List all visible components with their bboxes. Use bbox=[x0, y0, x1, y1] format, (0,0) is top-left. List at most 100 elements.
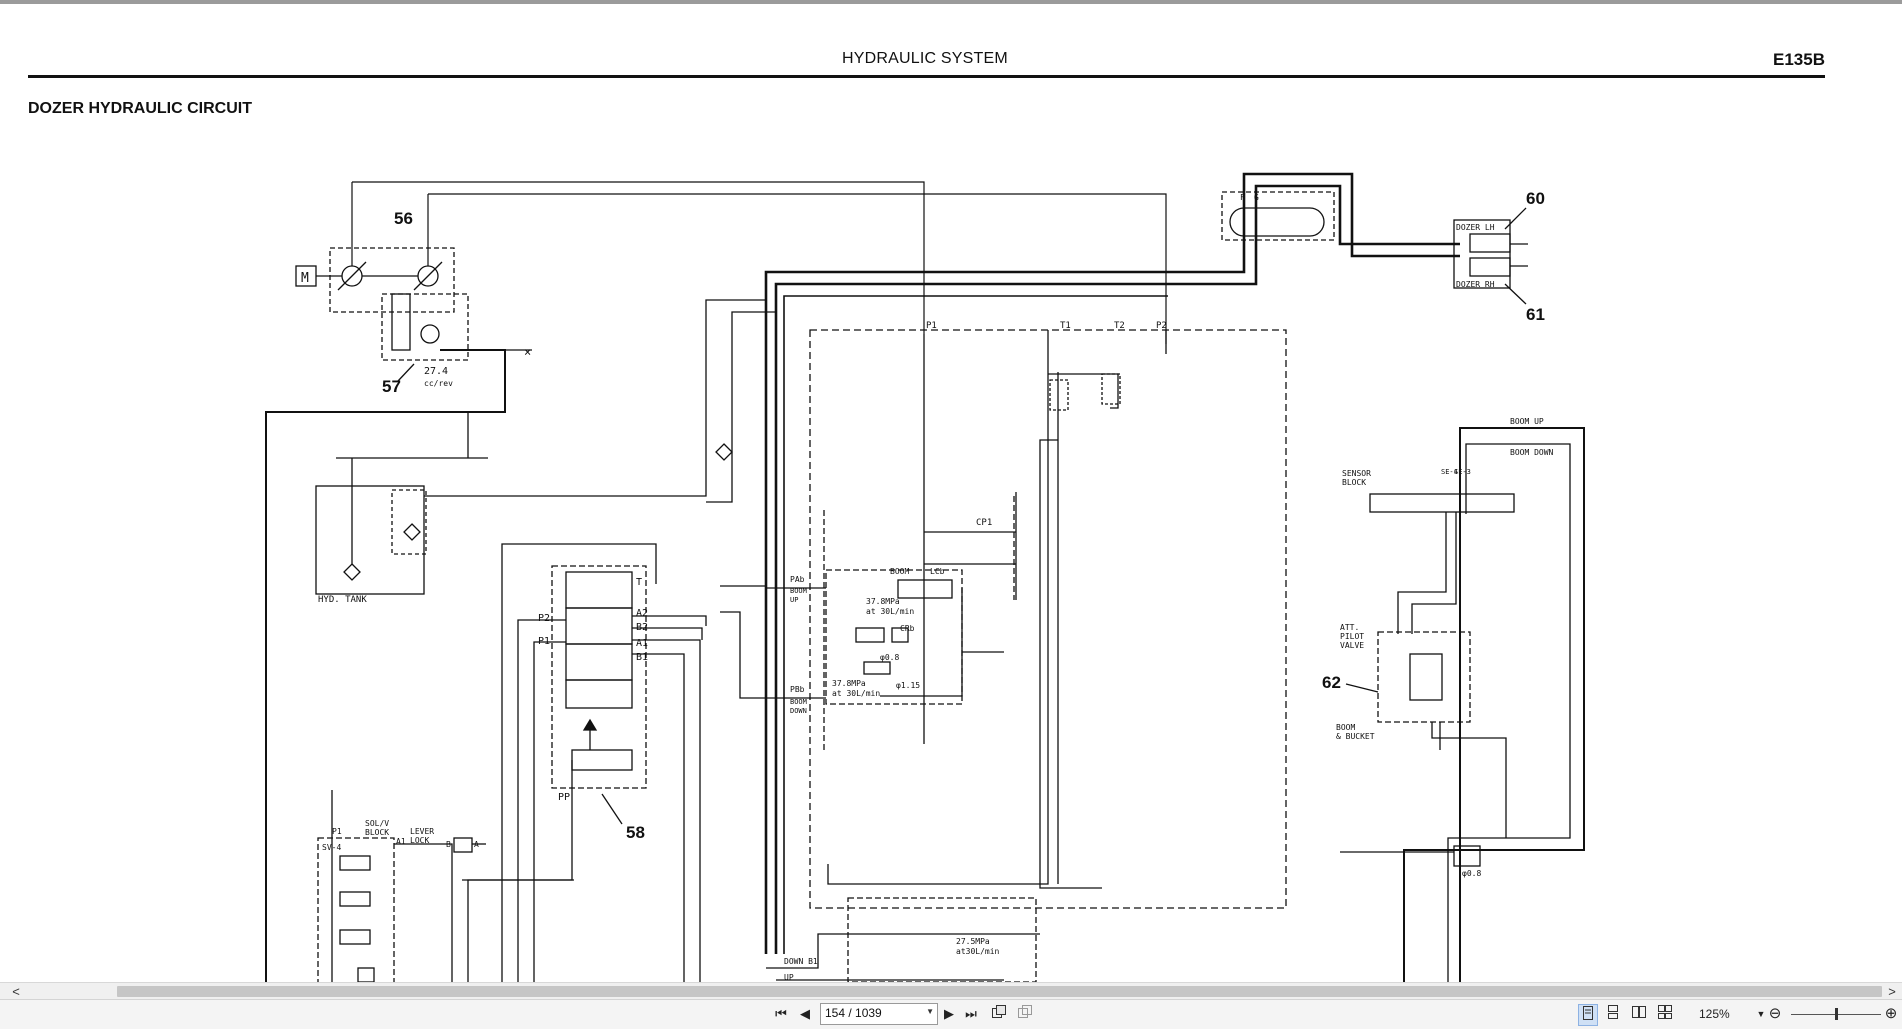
svg-text:PAb: PAb bbox=[790, 575, 805, 584]
scroll-left-arrow[interactable]: < bbox=[12, 984, 20, 999]
dozer-valve-58 bbox=[551, 565, 647, 789]
svg-text:PILOT: PILOT bbox=[1340, 632, 1364, 641]
zoom-out-button[interactable]: ⊖ bbox=[1768, 1005, 1782, 1022]
zoom-slider-thumb[interactable] bbox=[1835, 1008, 1838, 1020]
svg-text:φ1.15: φ1.15 bbox=[896, 681, 920, 690]
zoom-in-button[interactable]: ⊕ bbox=[1884, 1005, 1898, 1022]
svg-text:φ0.8: φ0.8 bbox=[880, 653, 899, 662]
scrollbar-thumb[interactable] bbox=[117, 986, 1882, 997]
callout-57: 57 bbox=[382, 377, 401, 396]
two-page-view-icon[interactable] bbox=[1630, 1004, 1648, 1024]
svg-text:LOCK: LOCK bbox=[410, 836, 429, 845]
next-page-button[interactable]: ▶ bbox=[944, 1006, 954, 1021]
scroll-right-arrow[interactable]: > bbox=[1888, 984, 1896, 999]
page-number-field[interactable]: 154 / 1039 ▼ bbox=[820, 1003, 938, 1025]
boom-pilot-lines bbox=[1403, 427, 1585, 982]
svg-text:BLOCK: BLOCK bbox=[365, 828, 389, 837]
last-page-button[interactable]: ⏭ bbox=[965, 1006, 977, 1021]
svg-text:at 30L/min: at 30L/min bbox=[866, 607, 914, 616]
svg-text:A2: A2 bbox=[636, 608, 648, 619]
horizontal-scrollbar[interactable]: < > bbox=[0, 982, 1902, 1000]
svg-text:BOOM: BOOM bbox=[790, 587, 807, 595]
svg-text:DOZER LH: DOZER LH bbox=[1456, 223, 1495, 232]
svg-text:PBb: PBb bbox=[790, 685, 805, 694]
sol-valve-block bbox=[317, 837, 395, 982]
svg-text:P2: P2 bbox=[538, 613, 550, 624]
svg-text:ATT.: ATT. bbox=[1340, 623, 1359, 632]
svg-text:BOOM DOWN: BOOM DOWN bbox=[1510, 448, 1554, 457]
svg-text:LEVER: LEVER bbox=[410, 827, 434, 836]
svg-text:BOOM: BOOM bbox=[890, 567, 909, 576]
two-page-continuous-icon[interactable] bbox=[1656, 1004, 1674, 1024]
dozer-cylinder-box bbox=[1453, 219, 1511, 289]
dozer-line-a bbox=[764, 172, 1460, 954]
svg-text:A1: A1 bbox=[636, 638, 648, 649]
hydraulic-schematic: M F G DOZER LH DOZER RH 56 5 bbox=[265, 172, 1585, 982]
svg-text:T: T bbox=[636, 577, 642, 588]
header-rule bbox=[28, 75, 1825, 78]
att-pilot-valve-62 bbox=[1377, 631, 1471, 723]
svg-text:BOOM: BOOM bbox=[790, 698, 807, 706]
svg-text:P1: P1 bbox=[332, 827, 342, 836]
svg-text:at 30L/min: at 30L/min bbox=[832, 689, 880, 698]
pilot-pump-link bbox=[391, 293, 411, 351]
zoom-dropdown-icon[interactable]: ▼ bbox=[1756, 1009, 1766, 1019]
copy-page-icon[interactable] bbox=[990, 1004, 1008, 1024]
pump-2-variable bbox=[413, 261, 443, 291]
svg-text:T2: T2 bbox=[1114, 321, 1125, 331]
svg-text:SOL/V: SOL/V bbox=[365, 819, 389, 828]
pilot-pump-symbol bbox=[420, 324, 440, 344]
callout-58: 58 bbox=[626, 823, 645, 842]
first-page-button[interactable]: ⏮ bbox=[775, 1006, 787, 1021]
svg-text:SE-4: SE-4 bbox=[1441, 468, 1458, 476]
page-number-value: 154 / 1039 bbox=[825, 1006, 882, 1020]
svg-text:37.8MPa: 37.8MPa bbox=[832, 679, 866, 688]
motor-label: M bbox=[301, 271, 309, 286]
lower-section bbox=[847, 897, 1037, 982]
bottom-toolbar: ⏮ ◀ 154 / 1039 ▼ ▶ ⏭ 125% ▼ ⊖ ⊕ bbox=[0, 999, 1902, 1029]
callout-61: 61 bbox=[1526, 305, 1545, 324]
svg-text:DOZER RH: DOZER RH bbox=[1456, 280, 1495, 289]
svg-text:DOWN: DOWN bbox=[790, 707, 807, 715]
paste-page-icon[interactable] bbox=[1016, 1004, 1034, 1024]
window-top-border bbox=[0, 0, 1902, 4]
svg-text:A1: A1 bbox=[396, 837, 406, 846]
swivel-joint bbox=[1229, 207, 1325, 237]
svg-text:G: G bbox=[1254, 193, 1259, 202]
svg-text:BLOCK: BLOCK bbox=[1342, 478, 1366, 487]
zoom-level[interactable]: 125% bbox=[1699, 1007, 1730, 1021]
svg-text:T1: T1 bbox=[1060, 321, 1071, 331]
svg-text:UP: UP bbox=[790, 596, 798, 604]
svg-text:LCb: LCb bbox=[930, 567, 945, 576]
continuous-view-icon[interactable] bbox=[1604, 1004, 1622, 1024]
svg-text:×: × bbox=[524, 345, 531, 359]
pilot-pump-57-box bbox=[381, 293, 469, 361]
svg-text:VALVE: VALVE bbox=[1340, 641, 1364, 650]
callout-56: 56 bbox=[394, 209, 413, 228]
svg-text:φ0.8: φ0.8 bbox=[1462, 869, 1481, 878]
svg-text:27.5MPa: 27.5MPa bbox=[956, 937, 990, 946]
pdf-page: HYDRAULIC SYSTEM E135B DOZER HYDRAULIC C… bbox=[0, 4, 1902, 982]
hyd-tank-box bbox=[315, 485, 425, 595]
svg-text:& BUCKET: & BUCKET bbox=[1336, 732, 1375, 741]
callout-60: 60 bbox=[1526, 189, 1545, 208]
page-header-model: E135B bbox=[1773, 50, 1825, 69]
callout-62: 62 bbox=[1322, 673, 1341, 692]
svg-text:cc/rev: cc/rev bbox=[424, 379, 453, 388]
dozer-line-b bbox=[774, 184, 1460, 954]
svg-text:SENSOR: SENSOR bbox=[1342, 469, 1371, 478]
svg-text:CP1: CP1 bbox=[976, 518, 992, 528]
svg-text:DOWN B1: DOWN B1 bbox=[784, 957, 818, 966]
dozer-line-c bbox=[783, 295, 1168, 954]
svg-text:SE-3: SE-3 bbox=[1454, 468, 1471, 476]
page-dropdown-icon[interactable]: ▼ bbox=[926, 1007, 934, 1016]
svg-text:P1: P1 bbox=[926, 321, 937, 331]
svg-text:37.8MPa: 37.8MPa bbox=[866, 597, 900, 606]
prev-page-button[interactable]: ◀ bbox=[800, 1006, 810, 1021]
svg-text:at30L/min: at30L/min bbox=[956, 947, 1000, 956]
single-page-view-icon[interactable] bbox=[1578, 1004, 1598, 1026]
svg-text:F: F bbox=[1240, 193, 1245, 202]
svg-text:BOOM UP: BOOM UP bbox=[1510, 417, 1544, 426]
pump2-line bbox=[428, 193, 1167, 344]
pump1-line bbox=[352, 181, 925, 334]
